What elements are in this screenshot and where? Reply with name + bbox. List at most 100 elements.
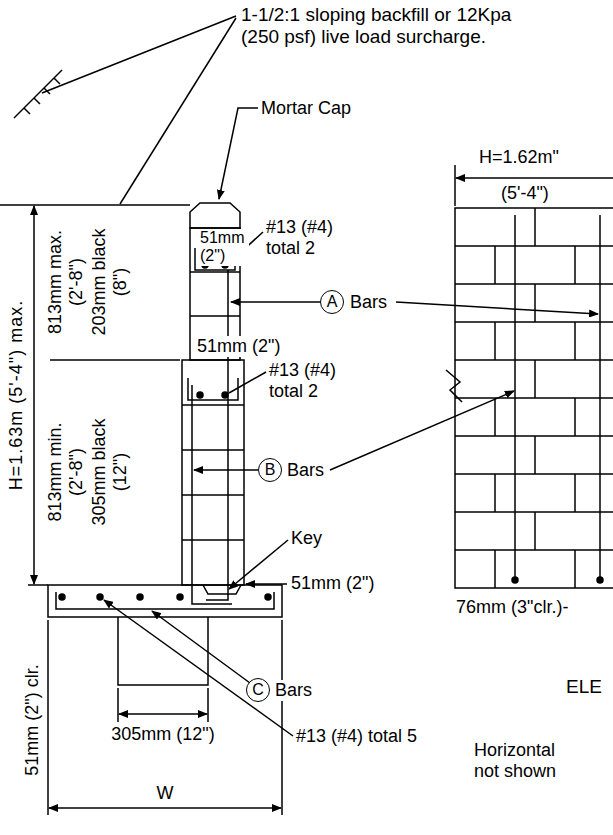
drawing-line	[47, 620, 49, 815]
drawing-line	[455, 473, 613, 475]
drawing-circle	[222, 392, 228, 398]
callout-circle: C	[246, 678, 270, 702]
drawing-circle	[177, 594, 183, 600]
drawing-line	[42, 16, 236, 93]
drawing-line	[229, 540, 288, 589]
callout-circle: B	[258, 458, 282, 482]
drawing-line	[455, 549, 613, 551]
rebar-note: #13 (#4) total 5	[295, 726, 418, 747]
drawing-line	[54, 78, 60, 84]
drawing-path	[118, 617, 208, 685]
drawing-line	[34, 98, 40, 104]
rebar-note: #13 (#4) total 2	[268, 360, 355, 401]
drawing-line	[574, 398, 576, 436]
dimension-label: 813mm min. (2'-8")	[45, 416, 86, 528]
drawing-circle	[512, 577, 518, 583]
block-label: 203mm black (8")	[89, 219, 130, 346]
drawing-rect	[455, 208, 613, 588]
drawing-line	[396, 302, 598, 314]
dimension-label: 51mm (2")	[290, 573, 375, 594]
drawing-line	[534, 284, 536, 322]
block-label: 305mm black (12")	[89, 409, 130, 536]
drawing-line	[152, 611, 250, 683]
drawing-line	[456, 177, 613, 179]
drawing-line	[574, 474, 576, 512]
part-label: Key	[290, 528, 323, 549]
drawing-circle	[197, 392, 203, 398]
drawing-line	[246, 583, 287, 585]
drawing-line	[534, 360, 536, 398]
drawing-line	[494, 398, 496, 436]
section-view	[0, 16, 598, 815]
dimension-label: 305mm (12")	[110, 724, 215, 745]
drawing-path	[203, 585, 241, 594]
drawing-line	[28, 584, 48, 586]
drawing-line	[33, 206, 35, 584]
drawing-line	[494, 246, 496, 284]
drawing-circle	[597, 577, 603, 583]
drawing-line	[104, 600, 293, 736]
drawing-line	[120, 18, 236, 204]
drawing-line	[514, 215, 516, 578]
drawing-circle	[97, 594, 103, 600]
drawing-line	[117, 688, 119, 722]
drawing-line	[494, 550, 496, 588]
callout-letter: B	[265, 462, 276, 478]
drawing-line	[455, 283, 613, 285]
drawing-line	[455, 397, 613, 399]
callout-letter: C	[252, 682, 264, 698]
drawing-line	[14, 70, 62, 118]
drawing-path	[206, 270, 228, 600]
drawing-line	[330, 391, 514, 470]
dimension-label: H=1.62m"	[478, 147, 560, 168]
dimension-label: 813mm max. (2'-8")	[45, 226, 86, 338]
dimension-label: H=1.63m (5'-4") max.	[6, 299, 27, 491]
drawing-path	[192, 385, 232, 604]
surcharge-note: 1-1/2:1 sloping backfill or 12Kpa (250 p…	[240, 4, 542, 48]
drawing-line	[50, 359, 180, 361]
part-label: Mortar Cap	[260, 98, 352, 119]
dimension-label: 51mm (2") clr.	[22, 663, 43, 776]
drawing-line	[534, 512, 536, 550]
drawing-line	[574, 322, 576, 360]
drawing-line	[574, 246, 576, 284]
drawing-polygon	[190, 203, 240, 228]
drawing-line	[455, 359, 613, 361]
drawing-line	[599, 215, 601, 578]
drawing-line	[229, 372, 266, 393]
drawing-line	[534, 436, 536, 474]
drawing-polyline	[219, 108, 258, 199]
drawing-line	[24, 108, 30, 114]
drawing-line	[455, 511, 613, 513]
drawing-line	[49, 807, 281, 809]
drawing-line	[534, 208, 536, 246]
dimension-label: 51mm (2")	[196, 336, 281, 357]
view-title: ELE	[565, 676, 603, 698]
drawing-line	[0, 204, 190, 206]
drawing-rect	[48, 585, 282, 617]
drawing-path	[56, 592, 274, 609]
drawing-circle	[265, 594, 271, 600]
rebar-label: Bars	[349, 292, 388, 313]
drawing-line	[194, 469, 258, 471]
drawing-line	[455, 321, 613, 323]
callout-circle: A	[320, 290, 344, 314]
drawing-line	[494, 322, 496, 360]
dimension-label: W	[156, 783, 175, 804]
drawing-line	[494, 474, 496, 512]
drawing-line	[190, 315, 240, 317]
rebar-note: #13 (#4) total 2	[265, 217, 352, 258]
drawing-line	[207, 688, 209, 722]
dimension-label: 51mm (2")	[199, 229, 249, 266]
drawing-line	[231, 301, 320, 303]
rebar-label: Bars	[274, 680, 313, 701]
drawing-line	[455, 435, 613, 437]
rebar-label: Bars	[286, 460, 325, 481]
callout-letter: A	[327, 294, 338, 310]
drawing-line	[119, 713, 207, 715]
elevation-view	[446, 165, 613, 588]
drawing-line	[574, 550, 576, 588]
drawing-path	[446, 370, 462, 402]
dimension-label: 76mm (3"clr.)-	[455, 597, 569, 618]
drawing-circle	[59, 594, 65, 600]
